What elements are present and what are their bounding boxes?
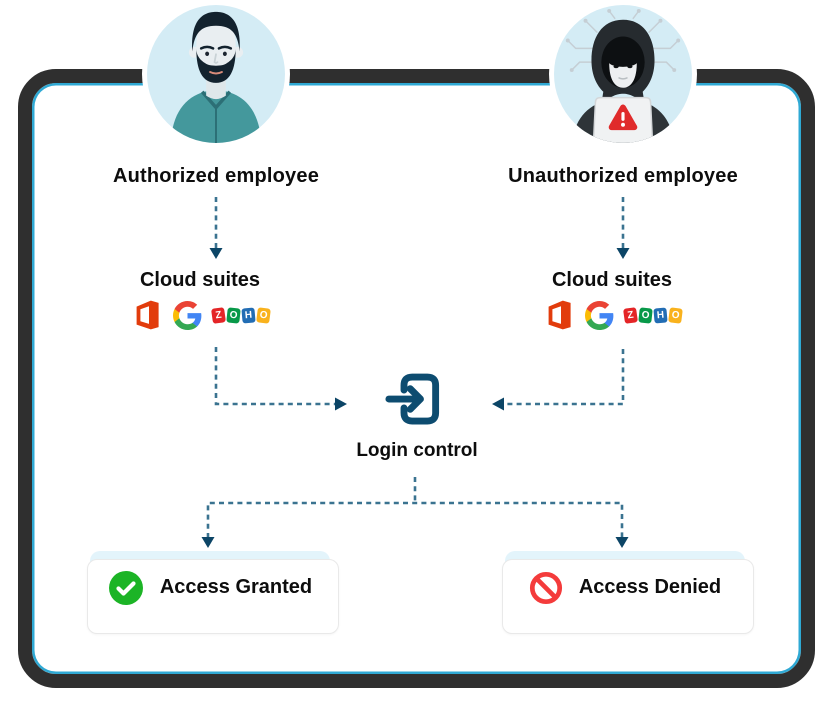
office-icon bbox=[136, 300, 159, 330]
blocked-icon bbox=[529, 571, 563, 605]
google-icon bbox=[172, 300, 201, 330]
authorized-employee-label: Authorized employee bbox=[112, 165, 320, 187]
login-control-label: Login control bbox=[356, 440, 478, 461]
unauthorized-employee-label: Unauthorized employee bbox=[508, 165, 738, 187]
zoho-icon: Z O H O bbox=[622, 306, 683, 324]
cloud-suites-label-left: Cloud suites bbox=[139, 269, 260, 291]
access-denied-label: Access Denied bbox=[578, 576, 722, 598]
hacker-avatar bbox=[549, 0, 697, 148]
access-granted-label: Access Granted bbox=[159, 576, 313, 598]
google-icon bbox=[584, 300, 613, 330]
login-icon bbox=[382, 366, 448, 432]
cloud-suite-icons-right: Z O H O bbox=[462, 297, 762, 333]
hacker-avatar-icon bbox=[565, 8, 681, 143]
warning-icon bbox=[608, 104, 638, 131]
access-granted-box: Access Granted bbox=[87, 551, 339, 634]
cloud-suites-label-right: Cloud suites bbox=[551, 269, 672, 291]
office-icon bbox=[548, 300, 571, 330]
zoho-icon: Z O H O bbox=[210, 306, 271, 324]
access-denied-box: Access Denied bbox=[502, 551, 754, 634]
check-icon bbox=[108, 570, 144, 606]
authorized-avatar bbox=[142, 0, 290, 148]
authorized-avatar-icon bbox=[170, 11, 262, 143]
cloud-suite-icons-left: Z O H O bbox=[50, 297, 350, 333]
